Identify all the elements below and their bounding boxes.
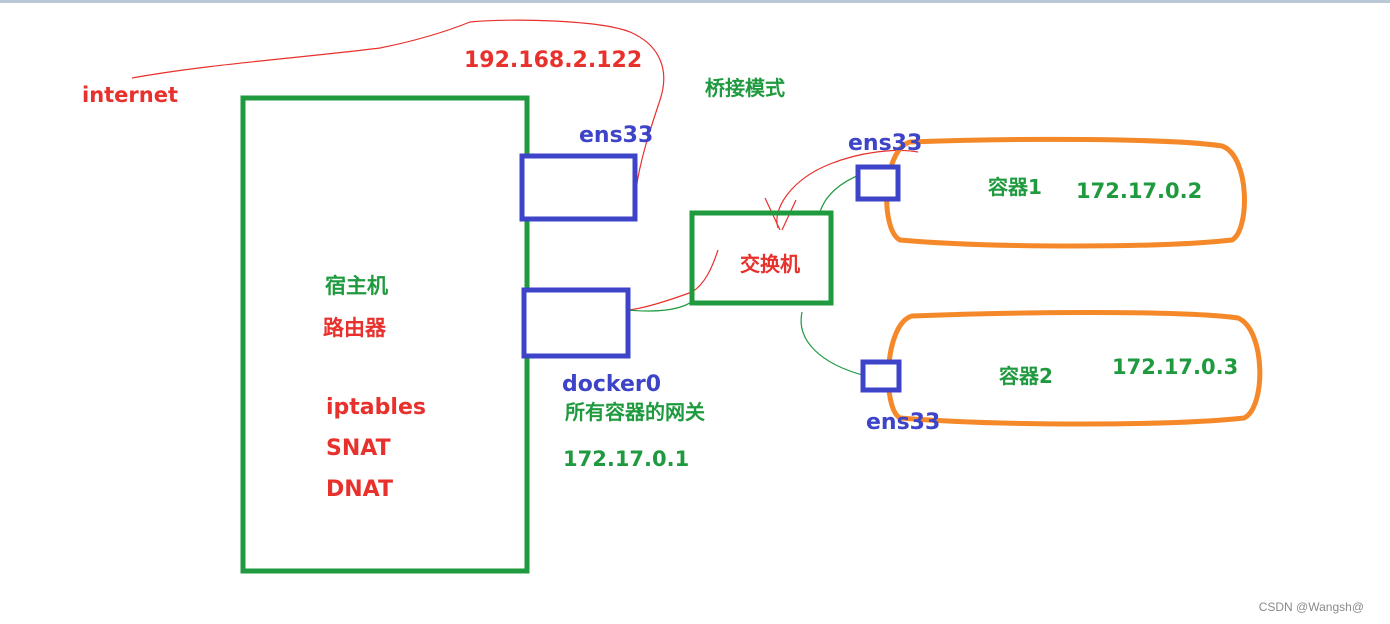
container2-ip-label: 172.17.0.3 <box>1112 355 1239 379</box>
switch-container2-green-line <box>800 311 867 377</box>
container2-label: 容器2 <box>999 364 1053 388</box>
ens33-interface <box>519 153 638 222</box>
watermark: CSDN @Wangsh@ <box>1258 600 1364 614</box>
top-border <box>0 0 1390 3</box>
dnat-label: DNAT <box>326 477 393 502</box>
ens33-container2-label: ens33 <box>866 410 941 435</box>
internet-label: internet <box>82 83 179 107</box>
container1-label: 容器1 <box>988 175 1042 199</box>
switch-box <box>689 210 834 306</box>
internet-link-line <box>131 19 665 191</box>
bridge-mode-label: 桥接模式 <box>705 76 785 100</box>
container1-ens33-port <box>855 164 901 202</box>
container2-box <box>885 310 1263 427</box>
ens33-host-label: ens33 <box>579 123 654 148</box>
host-label: 宿主机 <box>325 274 388 298</box>
docker0-ip-label: 172.17.0.1 <box>563 447 690 471</box>
iptables-label: iptables <box>326 395 426 420</box>
container1-box <box>884 136 1247 249</box>
host-ip-label: 192.168.2.122 <box>464 48 643 73</box>
switch-container1-red-line <box>776 149 919 229</box>
snat-label: SNAT <box>326 436 391 461</box>
docker0-switch-green-line <box>627 299 695 312</box>
switch-label: 交换机 <box>740 252 800 276</box>
gateway-label: 所有容器的网关 <box>565 400 705 424</box>
docker0-interface <box>521 287 631 359</box>
docker0-label: docker0 <box>562 372 662 397</box>
router-label: 路由器 <box>323 316 386 340</box>
ens33-container1-label: ens33 <box>848 131 923 156</box>
container2-ens33-port <box>860 359 902 393</box>
container1-ip-label: 172.17.0.2 <box>1076 179 1203 203</box>
